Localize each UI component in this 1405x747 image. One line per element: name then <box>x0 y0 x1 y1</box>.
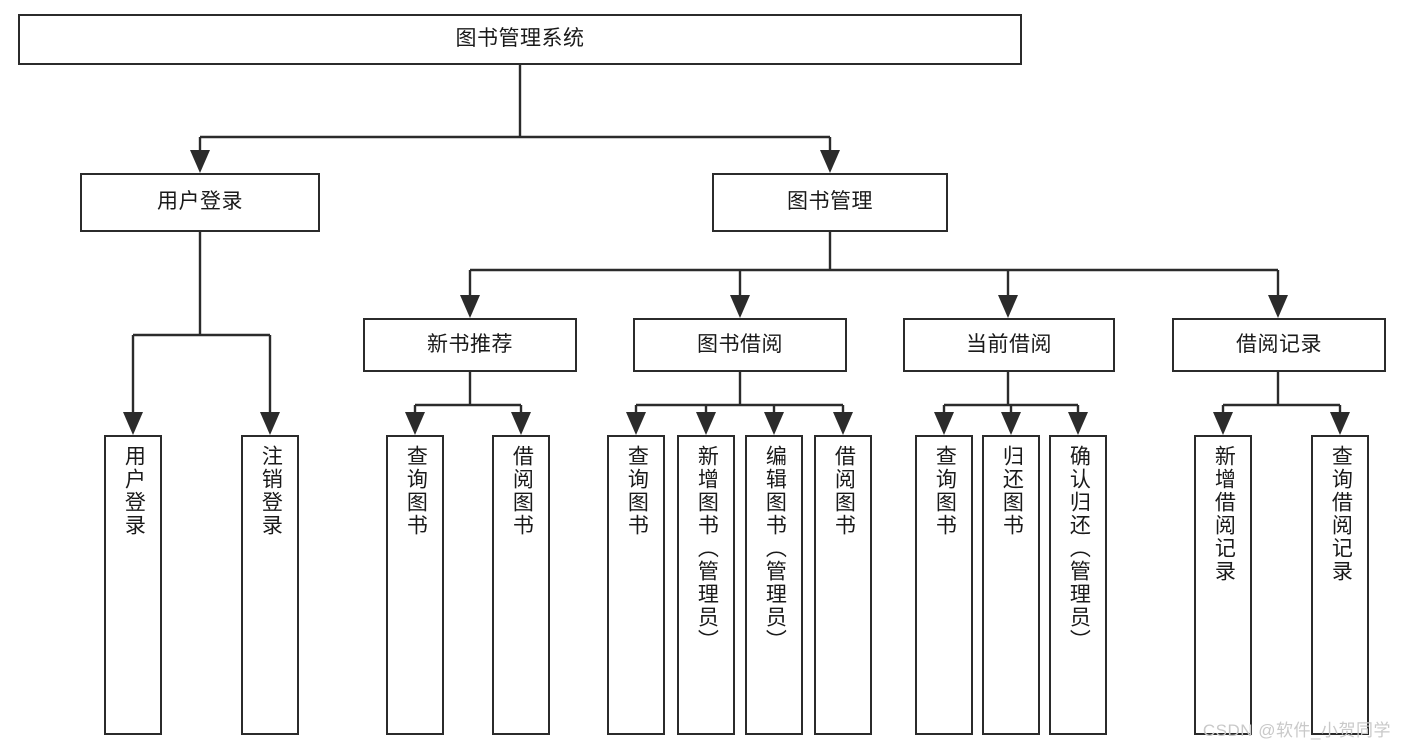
arrow-current-borrow-leaf-2 <box>1001 412 1021 435</box>
arrow-current-borrow-leaf-1 <box>934 412 954 435</box>
arrow-user-login-leaf-2 <box>260 412 280 435</box>
arrow-root-to-book-manage <box>820 150 840 173</box>
arrow-book-borrow-leaf-3 <box>764 412 784 435</box>
node-new-book-recommend-label: 新书推荐 <box>427 332 513 356</box>
arrow-book-borrow-leaf-1 <box>626 412 646 435</box>
node-book-borrow-label: 图书借阅 <box>697 332 783 356</box>
node-leaf-add-record[interactable]: 新增借阅记录 <box>1194 435 1252 735</box>
node-leaf-user-logout[interactable]: 注销登录 <box>241 435 299 735</box>
node-leaf-return-book[interactable]: 归还图书 <box>982 435 1040 735</box>
node-borrow-record-label: 借阅记录 <box>1236 332 1322 356</box>
node-leaf-add-book-label: 新增图书（管理员） <box>695 445 719 652</box>
node-leaf-confirm-return[interactable]: 确认归还（管理员） <box>1049 435 1107 735</box>
node-book-borrow[interactable]: 图书借阅 <box>633 318 847 372</box>
node-leaf-query-record-label: 查询借阅记录 <box>1329 445 1353 583</box>
arrow-book-manage-child-3 <box>998 295 1018 318</box>
node-user-login-label: 用户登录 <box>157 190 243 214</box>
arrow-book-manage-child-1 <box>460 295 480 318</box>
node-leaf-borrow-book-2-label: 借阅图书 <box>832 445 856 537</box>
node-root[interactable]: 图书管理系统 <box>18 14 1022 65</box>
arrow-new-book-leaf-2 <box>511 412 531 435</box>
node-leaf-add-book[interactable]: 新增图书（管理员） <box>677 435 735 735</box>
node-leaf-borrow-book-1-label: 借阅图书 <box>510 445 534 537</box>
watermark: CSDN @软件_小贺同学 <box>1202 721 1391 740</box>
node-leaf-add-record-label: 新增借阅记录 <box>1212 445 1236 583</box>
arrow-book-borrow-leaf-2 <box>696 412 716 435</box>
arrow-current-borrow-leaf-3 <box>1068 412 1088 435</box>
node-user-login[interactable]: 用户登录 <box>80 173 320 232</box>
node-leaf-borrow-book-2[interactable]: 借阅图书 <box>814 435 872 735</box>
node-leaf-query-book-3-label: 查询图书 <box>933 445 957 537</box>
node-leaf-borrow-book-1[interactable]: 借阅图书 <box>492 435 550 735</box>
node-book-manage-label: 图书管理 <box>787 190 873 214</box>
node-leaf-query-book-1[interactable]: 查询图书 <box>386 435 444 735</box>
node-leaf-query-record[interactable]: 查询借阅记录 <box>1311 435 1369 735</box>
arrow-book-borrow-leaf-4 <box>833 412 853 435</box>
node-leaf-user-login[interactable]: 用户登录 <box>104 435 162 735</box>
node-new-book-recommend[interactable]: 新书推荐 <box>363 318 577 372</box>
node-borrow-record[interactable]: 借阅记录 <box>1172 318 1386 372</box>
node-current-borrow-label: 当前借阅 <box>966 332 1052 356</box>
arrow-borrow-record-leaf-1 <box>1213 412 1233 435</box>
node-leaf-confirm-return-label: 确认归还（管理员） <box>1067 445 1091 652</box>
node-root-label: 图书管理系统 <box>455 27 585 51</box>
node-leaf-query-book-1-label: 查询图书 <box>404 445 428 537</box>
arrow-book-manage-child-4 <box>1268 295 1288 318</box>
node-leaf-user-logout-label: 注销登录 <box>259 445 283 537</box>
arrow-new-book-leaf-1 <box>405 412 425 435</box>
node-leaf-query-book-2[interactable]: 查询图书 <box>607 435 665 735</box>
node-leaf-query-book-3[interactable]: 查询图书 <box>915 435 973 735</box>
node-leaf-edit-book[interactable]: 编辑图书（管理员） <box>745 435 803 735</box>
node-current-borrow[interactable]: 当前借阅 <box>903 318 1115 372</box>
arrow-root-to-user-login <box>190 150 210 173</box>
node-leaf-return-book-label: 归还图书 <box>1000 445 1024 537</box>
node-book-manage[interactable]: 图书管理 <box>712 173 948 232</box>
node-leaf-edit-book-label: 编辑图书（管理员） <box>763 445 787 652</box>
node-leaf-query-book-2-label: 查询图书 <box>625 445 649 537</box>
arrow-book-manage-child-2 <box>730 295 750 318</box>
arrow-borrow-record-leaf-2 <box>1330 412 1350 435</box>
node-leaf-user-login-label: 用户登录 <box>122 445 146 537</box>
arrow-user-login-leaf-1 <box>123 412 143 435</box>
